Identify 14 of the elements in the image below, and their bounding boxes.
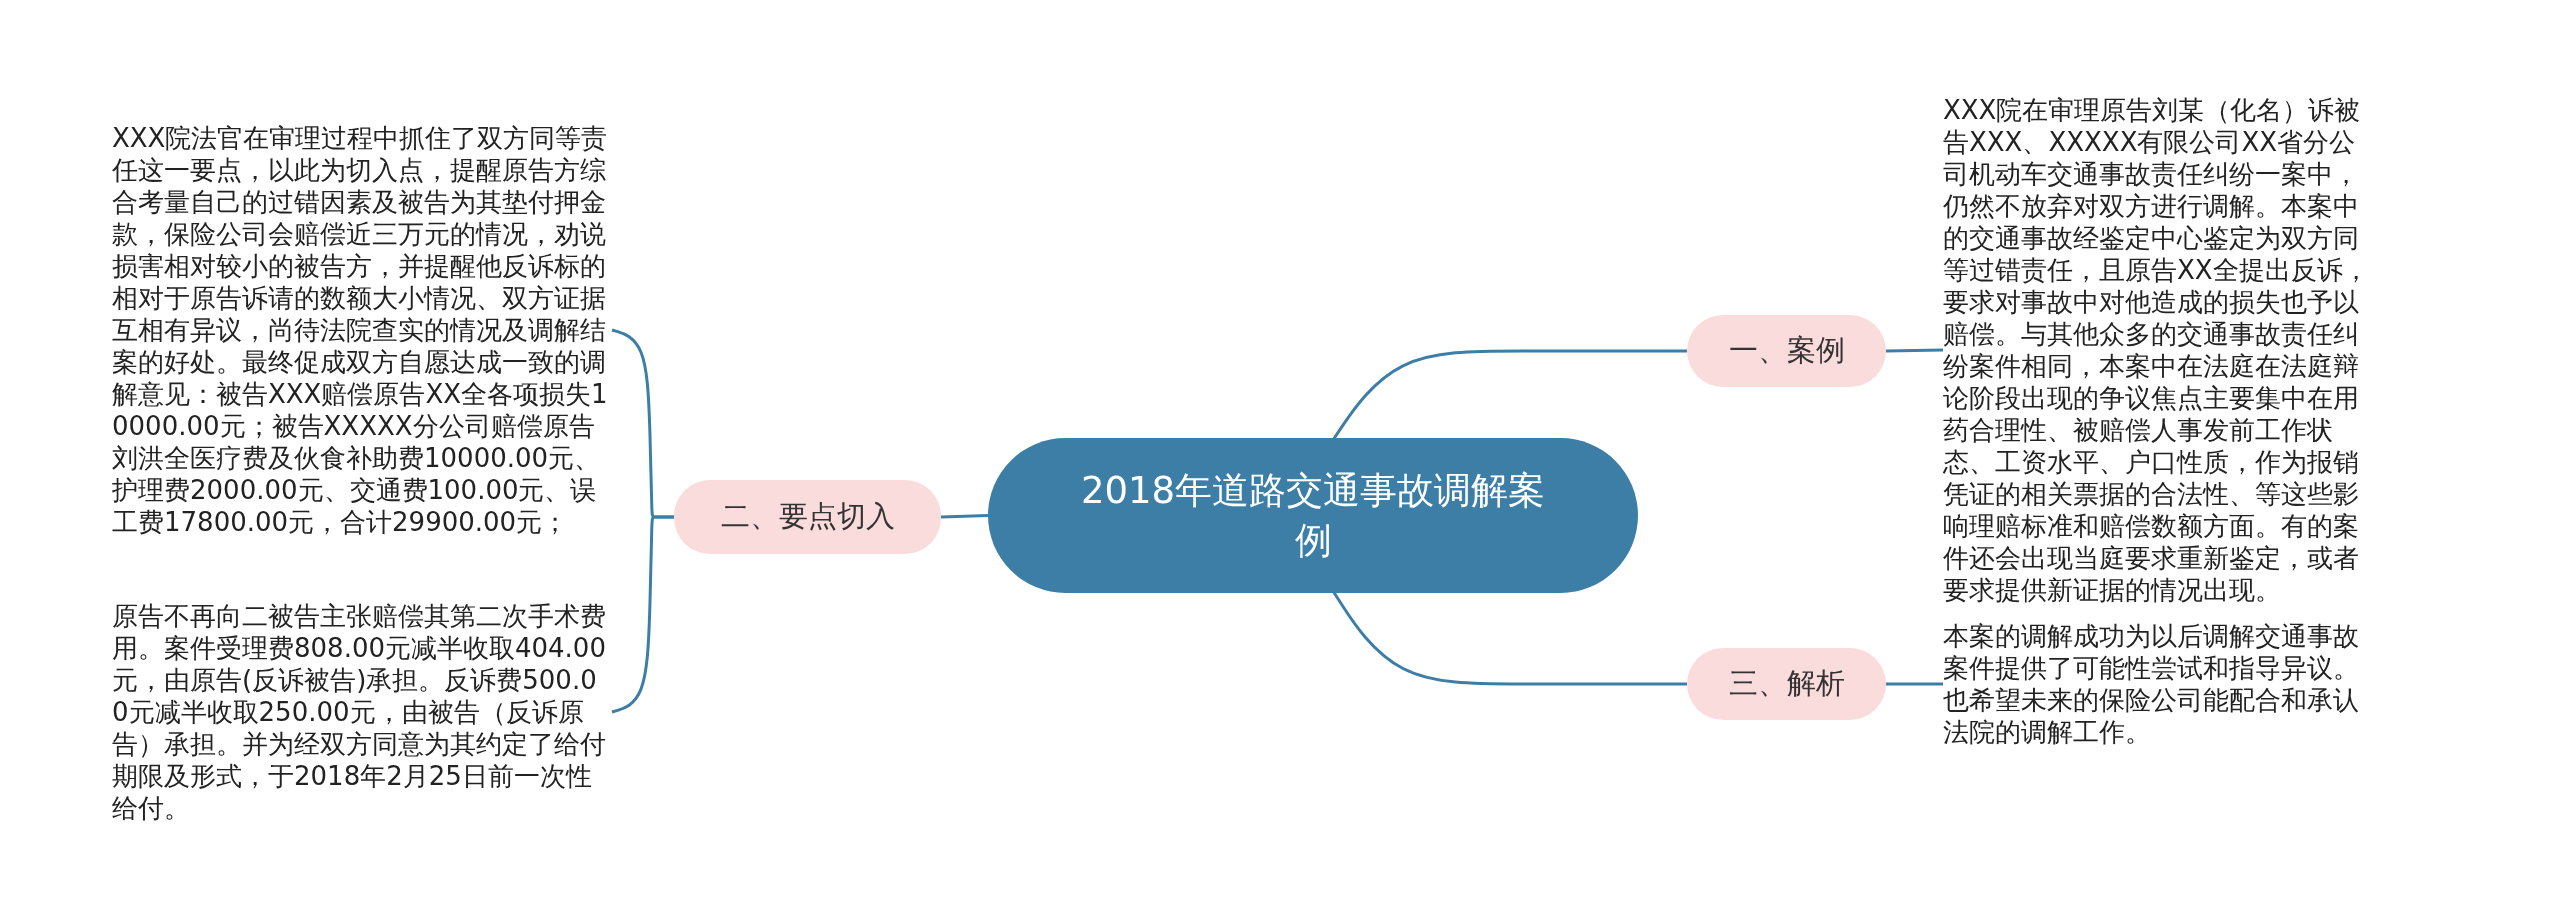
note-text: 原告不再向二被告主张赔偿其第二次手术费用。案件受理费808.00元减半收取404.00元，由原告(反诉被告)承担。反诉费500.00元减半收取250.00元，由被告（反诉原告）承担。并为经双方同意为其约定了给付期限及形式，于2018年2月25日前一次性给付。	[112, 600, 607, 824]
connector-line	[1331, 349, 1687, 441]
connector-line	[1886, 682, 1943, 686]
note-text: XXX院在审理原告刘某（化名）诉被告XXX、XXXXX有限公司XX省分公司机动车交通事故责任纠纷一案中，仍然不放弃对双方进行调解。本案中的交通事故经鉴定中心鉴定为双方同等过错责任，且原告XX全提出反诉，要求对事故中对他造成的损失也予以赔偿。与其他众多的交通事故责任纠纷案件相同，本案中在法庭在法庭辩论阶段出现的争议焦点主要集中在用药合理性、被赔偿人事发前工作状态、工资水平、户口性质，作为报销凭证的相关票据的合法性、等这些影响理赔标准和赔偿数额方面。有的案件还会出现当庭要求重新鉴定，或者要求提供新证据的情况出现。	[1943, 94, 2370, 606]
branch-topic: 一、案例	[1687, 315, 1886, 387]
connector-line	[1331, 590, 1687, 686]
note-text: 本案的调解成功为以后调解交通事故案件提供了可能性尝试和指导异议。也希望未来的保险公司能配合和承认法院的调解工作。	[1943, 620, 2360, 748]
central-topic: 2018年道路交通事故调解案例	[988, 438, 1638, 593]
branch-topic: 二、要点切入	[674, 480, 941, 554]
note-text: XXX院法官在审理过程中抓住了双方同等责任这一要点，以此为切入点，提醒原告方综合考量自己的过错因素及被告为其垫付押金款，保险公司会赔偿近三万元的情况，劝说损害相对较小的被告方，并提醒他反诉标的相对于原告诉请的数额大小情况、双方证据互相有异议，尚待法院查实的情况及调解结案的好处。最终促成双方自愿达成一致的调解意见：被告XXX赔偿原告XX全各项损失10000.00元；被告XXXXX分公司赔偿原告刘洪全医疗费及伙食补助费10000.00元、护理费2000.00元、交通费100.00元、误工费17800.00元，合计29900.00元；	[112, 122, 609, 538]
connector-line	[940, 514, 989, 519]
connector-line	[1885, 348, 1944, 353]
branch-topic: 三、解析	[1687, 648, 1886, 720]
connector-line	[611, 515, 674, 714]
